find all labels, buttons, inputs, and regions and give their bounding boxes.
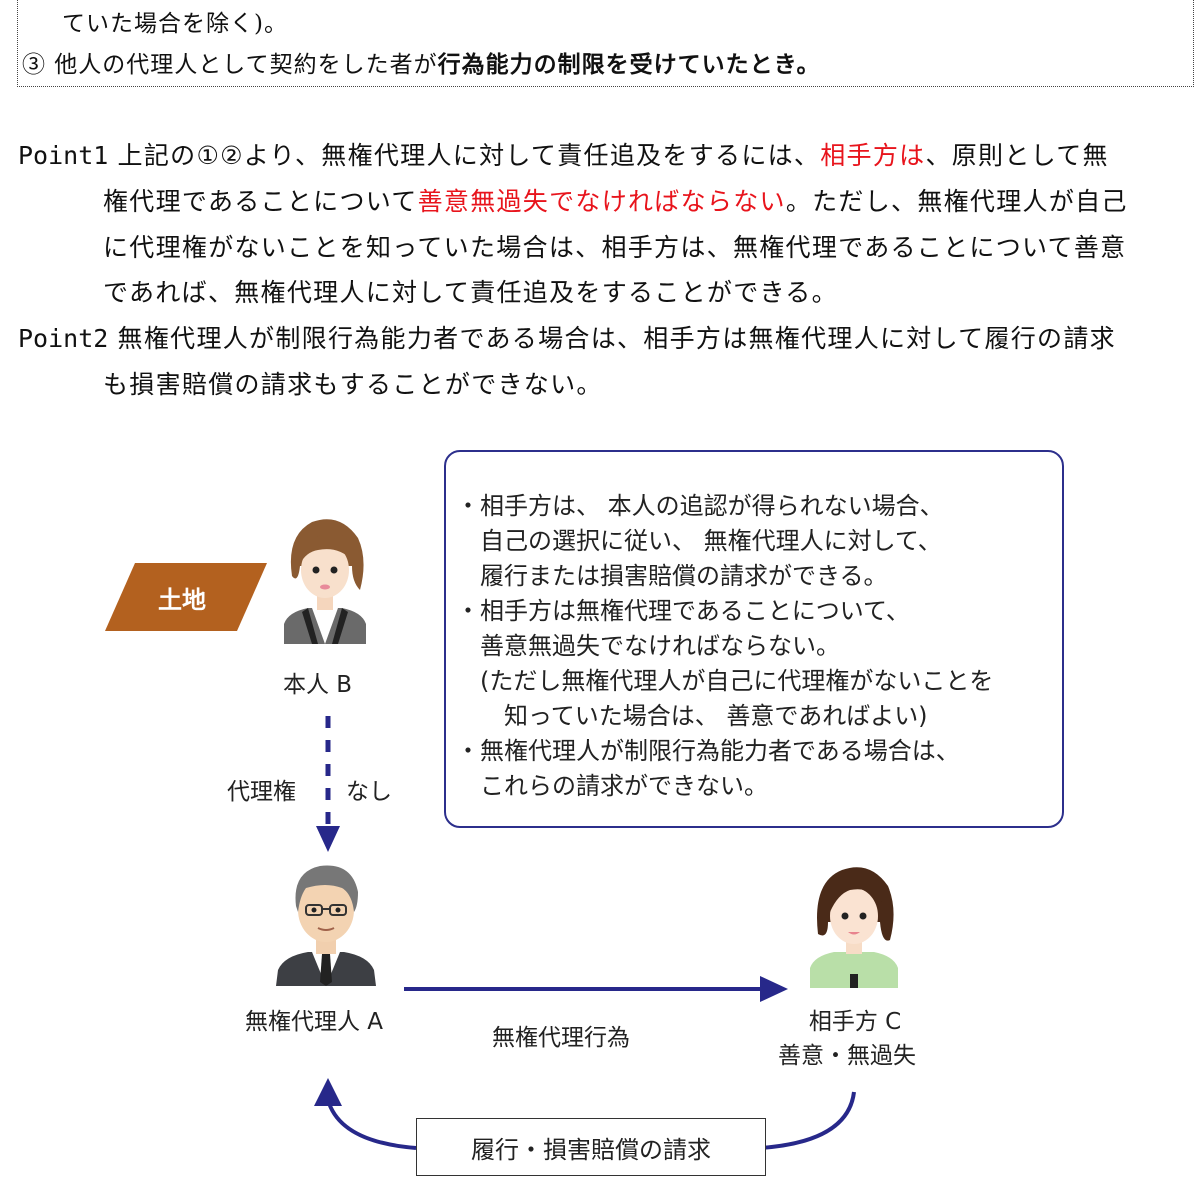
authority-label: 代理権: [227, 779, 296, 805]
arrow-right-icon: [404, 976, 788, 1002]
callout-line: 善意無過失でなければならない。: [456, 632, 840, 660]
woman-avatar-icon: [810, 867, 898, 988]
point1-label: Point1: [18, 141, 109, 170]
unauthorized-act-label: 無権代理行為: [492, 1025, 630, 1051]
callout-line: ・相手方は、 本人の追認が得られない場合、: [456, 492, 944, 520]
conditions-box: [17, 0, 1194, 87]
point1-line3: に代理権がないことを知っていた場合は、相手方は、無権代理であることについて善意: [103, 233, 1127, 262]
man-avatar-icon: [276, 865, 376, 986]
principal-b-label: 本人 B: [283, 672, 353, 698]
land-shape: 土地: [105, 563, 267, 631]
counterparty-c-avatar: [810, 862, 898, 988]
no-authority-arrow: [316, 700, 340, 855]
point2-line1: Point2 無権代理人が制限行為能力者である場合は、相手方は無権代理人に対して…: [18, 319, 1116, 355]
point1-text: 上記の①②より、無権代理人に対して責任追及をするには、: [108, 141, 821, 170]
callout-line: ・相手方は無権代理であることについて、: [456, 597, 910, 625]
counterparty-good-faith-label: 善意・無過失: [778, 1043, 916, 1069]
condition-3: ③ 他人の代理人として契約をした者が行為能力の制限を受けていたとき。: [22, 45, 820, 79]
point1-line1: Point1 上記の①②より、無権代理人に対して責任追及をするには、相手方は、原…: [18, 136, 1109, 172]
callout-line: 自己の選択に従い、 無権代理人に対して、: [456, 527, 942, 555]
explanation-callout: [444, 450, 1064, 828]
point2-label: Point2: [18, 324, 109, 353]
condition-3-bold: 行為能力の制限を受けていたとき。: [437, 52, 821, 78]
curved-arrow-icon: [314, 1078, 856, 1150]
land-label: 土地: [158, 585, 206, 614]
agent-a-avatar: [276, 862, 376, 986]
point2-text: 無権代理人が制限行為能力者である場合は、相手方は無権代理人に対して履行の請求: [108, 324, 1116, 353]
callout-line: 知っていた場合は、 善意であればよい): [456, 702, 928, 730]
point1-text: 。ただし、無権代理人が自己: [785, 187, 1128, 216]
condition-3-text: ③ 他人の代理人として契約をした者が: [22, 52, 438, 78]
dashed-arrow-down-icon: [316, 716, 340, 852]
point2-line2: も損害賠償の請求もすることができない。: [103, 370, 603, 399]
point1-highlight-good-faith: 善意無過失でなければならない: [417, 187, 786, 216]
point1-text: 、原則として無: [925, 141, 1109, 170]
parallelogram-icon: [105, 563, 267, 631]
callout-line: (ただし無権代理人が自己に代理権がないことを: [456, 667, 994, 695]
point1-text: 権代理であることについて: [103, 187, 418, 216]
agent-a-label: 無権代理人 A: [245, 1009, 384, 1035]
principal-b-avatar: [282, 516, 368, 644]
woman-avatar-icon: [284, 519, 366, 644]
condition-line-continued: ていた場合を除く)。: [62, 11, 288, 37]
point1-line4: であれば、無権代理人に対して責任追及をすることができる。: [103, 278, 838, 307]
point1-line2: 権代理であることについて善意無過失でなければならない。ただし、無権代理人が自己: [103, 182, 1128, 218]
authority-none-label: なし: [346, 779, 392, 805]
claim-arrow: [300, 1070, 880, 1180]
counterparty-c-label: 相手方 C: [808, 1009, 902, 1035]
unauthorized-act-arrow: [404, 976, 788, 1002]
callout-line: ・無権代理人が制限行為能力者である場合は、: [456, 737, 960, 765]
point1-highlight-counterparty: 相手方は: [820, 141, 926, 170]
callout-line: これらの請求ができない。: [456, 772, 768, 800]
callout-line: 履行または損害賠償の請求ができる。: [456, 562, 888, 590]
claim-box: 履行・損害賠償の請求: [416, 1118, 766, 1176]
